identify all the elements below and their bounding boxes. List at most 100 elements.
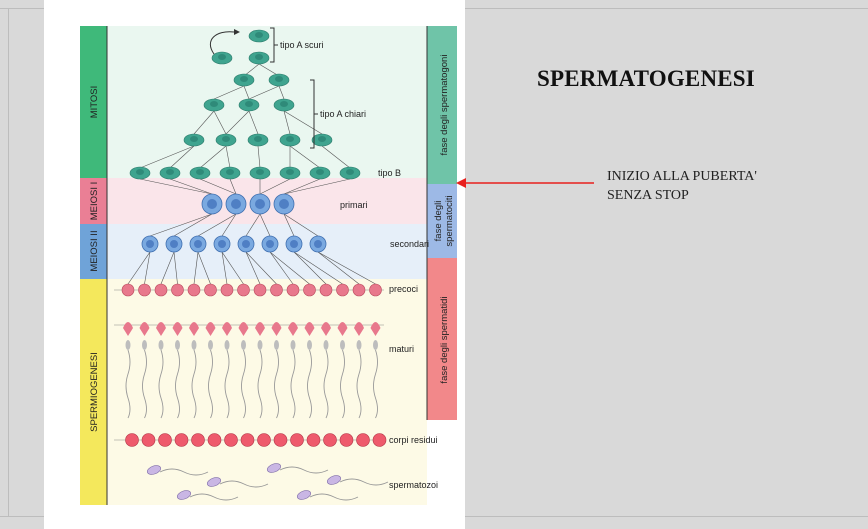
sperm-head <box>224 340 230 350</box>
cell-tipo-b-nucleus <box>316 169 324 175</box>
cell-maturo <box>222 322 232 336</box>
lineage-line <box>193 110 215 135</box>
cell-tipo-b-nucleus <box>346 169 354 175</box>
cell-precoce <box>319 283 333 297</box>
cell-precoce <box>187 283 201 297</box>
lineage-line <box>225 110 250 135</box>
lineage-line <box>283 178 321 195</box>
cell-maturo <box>288 322 298 336</box>
cell-precoce <box>352 283 366 297</box>
lineage-line <box>259 178 291 195</box>
sperm-head <box>373 340 378 350</box>
label-fase-spermatidi: fase degli spermatidi <box>439 296 450 383</box>
lineage-line <box>221 213 237 237</box>
corpo-residuo <box>224 433 238 447</box>
lineage-line <box>173 251 178 285</box>
spermatozoo-head <box>146 465 162 475</box>
phase-band-spermatociti <box>427 184 457 258</box>
lineage-line <box>149 213 213 237</box>
sperm-head <box>208 340 213 350</box>
lineage-line <box>169 145 195 169</box>
sperm-tail <box>274 349 279 419</box>
sperm-head <box>241 340 246 350</box>
label-spermiogenesi: SPERMIOGENESI <box>89 352 100 432</box>
lineage-line <box>127 251 151 285</box>
cell-layer <box>121 29 389 501</box>
lineage-line <box>139 145 195 169</box>
lineage-line <box>213 85 245 100</box>
corpo-residuo <box>273 433 288 447</box>
sperm-tail <box>340 349 345 419</box>
cell-a-scuro-nucleus <box>255 54 263 60</box>
cell-primario-nucleus <box>279 199 289 209</box>
sperm-head <box>307 340 312 350</box>
cell-a-chiaro-nucleus <box>190 136 198 142</box>
lineage-line <box>283 178 351 195</box>
cell-a-chiaro-nucleus <box>245 101 253 107</box>
lineage-line <box>245 251 261 285</box>
cell-secondario-nucleus <box>266 240 274 248</box>
cell-secondario-nucleus <box>290 240 298 248</box>
spermatozoo-head <box>176 490 192 500</box>
slide-title: SPERMATOGENESI <box>537 66 755 91</box>
cell-a-chiaro-nucleus <box>210 101 218 107</box>
spermatozoo-tail <box>219 480 269 488</box>
sperm-head <box>323 340 329 350</box>
corpo-residuo <box>257 433 271 447</box>
lineage-line <box>259 213 271 237</box>
lineage-line <box>144 251 151 285</box>
cell-maturo <box>205 322 216 336</box>
cell-precoce <box>303 283 316 297</box>
cell-precoce <box>369 283 382 297</box>
label-fase-spermatociti-2: spermatociti <box>444 195 455 246</box>
cell-maturo <box>321 322 331 336</box>
cell-precoce <box>204 283 217 297</box>
sperm-tail <box>142 349 147 419</box>
sperm-head <box>340 340 345 350</box>
phase-band-meiosi-2 <box>80 224 107 279</box>
cell-primario-nucleus <box>255 199 265 209</box>
lineage-line <box>317 251 360 285</box>
phase-band-spermatidi <box>427 258 457 420</box>
label-fase-spermatociti-1: fase degli <box>433 201 444 242</box>
label-meiosi-2: MEIOSI II <box>89 230 100 271</box>
cell-maturo <box>123 322 133 336</box>
cell-tipo-b-nucleus <box>166 169 174 175</box>
cell-precoce <box>121 283 135 297</box>
pointer-arrow <box>456 178 594 188</box>
cell-maturo <box>271 322 282 336</box>
cell-secondario-nucleus <box>146 240 154 248</box>
lineage-line <box>169 178 213 195</box>
sperm-tail <box>191 349 197 419</box>
sperm-tail <box>290 349 296 419</box>
lineage-line <box>229 178 237 195</box>
spermatozoo-tail <box>189 493 239 501</box>
lineage-line <box>245 213 261 237</box>
cell-maturo <box>238 322 249 336</box>
spermatozoo-head <box>266 463 282 473</box>
lineage-lines <box>114 63 384 441</box>
cell-secondario-nucleus <box>170 240 178 248</box>
corpo-residuo <box>191 433 205 447</box>
cell-secondario-nucleus <box>314 240 322 248</box>
slide-note: INIZIO ALLA PUBERTA' SENZA STOP <box>607 167 847 205</box>
cell-a-chiaro-nucleus <box>286 136 294 142</box>
lineage-line <box>283 213 319 237</box>
cell-maturo <box>172 322 183 336</box>
lineage-line <box>197 251 211 285</box>
phase-band-meiosi-1 <box>80 178 107 224</box>
label-mitosi: MITOSI <box>89 86 100 119</box>
spermatozoo-head <box>296 490 312 500</box>
label-meiosi-1: MEIOSI I <box>89 182 100 221</box>
stage-spermatozoi: spermatozoi <box>389 480 438 490</box>
sperm-head <box>175 340 180 350</box>
corpo-residuo <box>207 433 222 447</box>
lineage-line <box>199 145 227 169</box>
corpo-residuo <box>356 433 370 447</box>
cell-primario-nucleus <box>231 199 241 209</box>
sperm-head <box>290 340 296 350</box>
stage-primari: primari <box>340 200 368 210</box>
stage-precoci: precoci <box>389 284 418 294</box>
sperm-tail <box>241 349 246 419</box>
